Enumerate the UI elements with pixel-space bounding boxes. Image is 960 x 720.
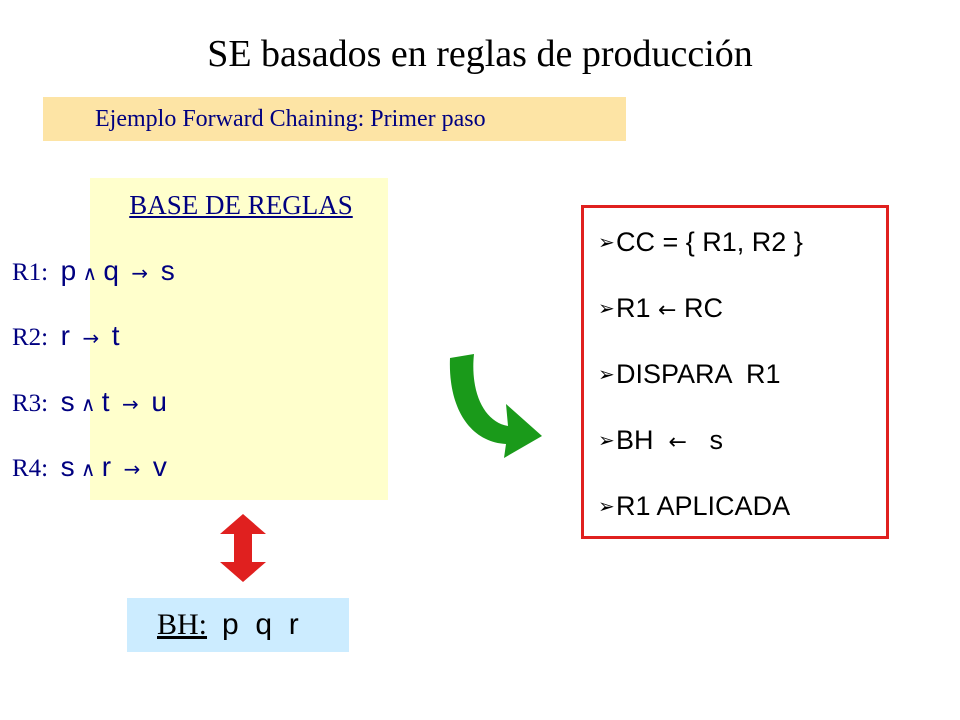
rule-consequent: t — [111, 320, 120, 351]
step-text: CC = { R1, R2 } — [616, 227, 803, 257]
subtitle-bar: Ejemplo Forward Chaining: Primer paso — [43, 97, 626, 141]
rule-antecedent-a: s — [60, 451, 75, 482]
facts-base-box: BH: p q r — [127, 598, 349, 652]
rule-consequent: v — [152, 451, 167, 482]
implies-operator: → — [122, 392, 139, 416]
rule-r1: R1: p ∧ q → s — [12, 256, 175, 288]
step-text: s — [686, 425, 723, 455]
implies-operator: → — [123, 457, 141, 481]
step-text: R1 APLICADA — [616, 491, 791, 521]
step-conflict-set: ➢CC = { R1, R2 } — [598, 226, 803, 258]
arrow-bullet-icon: ➢ — [598, 296, 615, 320]
rule-r2: R2: r → t — [12, 321, 120, 353]
implies-operator: → — [131, 261, 149, 285]
rule-label: R2: — [12, 324, 49, 351]
slide-title: SE basados en reglas de producción — [207, 33, 753, 75]
arrow-bullet-icon: ➢ — [598, 428, 615, 452]
subtitle-text: Ejemplo Forward Chaining: Primer paso — [95, 106, 486, 132]
curved-right-arrow-icon — [449, 354, 542, 458]
step-select-rule: ➢R1 ← RC — [598, 292, 723, 327]
step-text: RC — [676, 293, 723, 323]
step-text: R1 — [616, 293, 659, 323]
rule-consequent: u — [151, 386, 167, 417]
rule-antecedent-a: s — [60, 386, 75, 417]
rules-base-header: BASE DE REGLAS — [129, 190, 353, 220]
and-operator: ∧ — [80, 457, 96, 481]
step-fire-rule: ➢DISPARA R1 — [598, 358, 781, 390]
step-text: BH — [616, 425, 669, 455]
and-operator: ∧ — [80, 392, 96, 416]
rule-antecedent-a: p — [60, 255, 77, 286]
rule-label: R3: — [12, 390, 49, 417]
rule-antecedent-b: q — [103, 255, 119, 286]
rule-antecedent-b: r — [101, 451, 112, 482]
step-text: DISPARA R1 — [616, 359, 781, 389]
implies-operator: → — [82, 326, 100, 350]
inference-steps-box: ➢CC = { R1, R2 } ➢R1 ← RC ➢DISPARA R1 ➢B… — [581, 205, 889, 539]
facts-base-label: BH: — [157, 608, 208, 641]
rules-base-box: BASE DE REGLAS — [90, 178, 388, 500]
and-operator: ∧ — [82, 261, 98, 285]
rule-r4: R4: s ∧ r → v — [12, 452, 167, 484]
left-arrow-operator: ← — [668, 430, 687, 455]
step-add-fact: ➢BH ← s — [598, 424, 723, 459]
arrow-bullet-icon: ➢ — [598, 494, 615, 518]
double-vertical-arrow-icon — [220, 514, 266, 582]
rule-label: R1: — [12, 259, 49, 286]
rule-r3: R3: s ∧ t → u — [12, 387, 167, 419]
arrow-bullet-icon: ➢ — [598, 362, 615, 386]
arrow-bullet-icon: ➢ — [598, 230, 615, 254]
facts-base-values: p q r — [222, 608, 299, 641]
rule-antecedent-b: t — [101, 386, 110, 417]
rule-antecedent-a: r — [60, 320, 70, 351]
step-rule-applied: ➢R1 APLICADA — [598, 490, 790, 522]
rule-consequent: s — [160, 255, 175, 286]
rule-label: R4: — [12, 455, 49, 482]
left-arrow-operator: ← — [658, 298, 677, 323]
